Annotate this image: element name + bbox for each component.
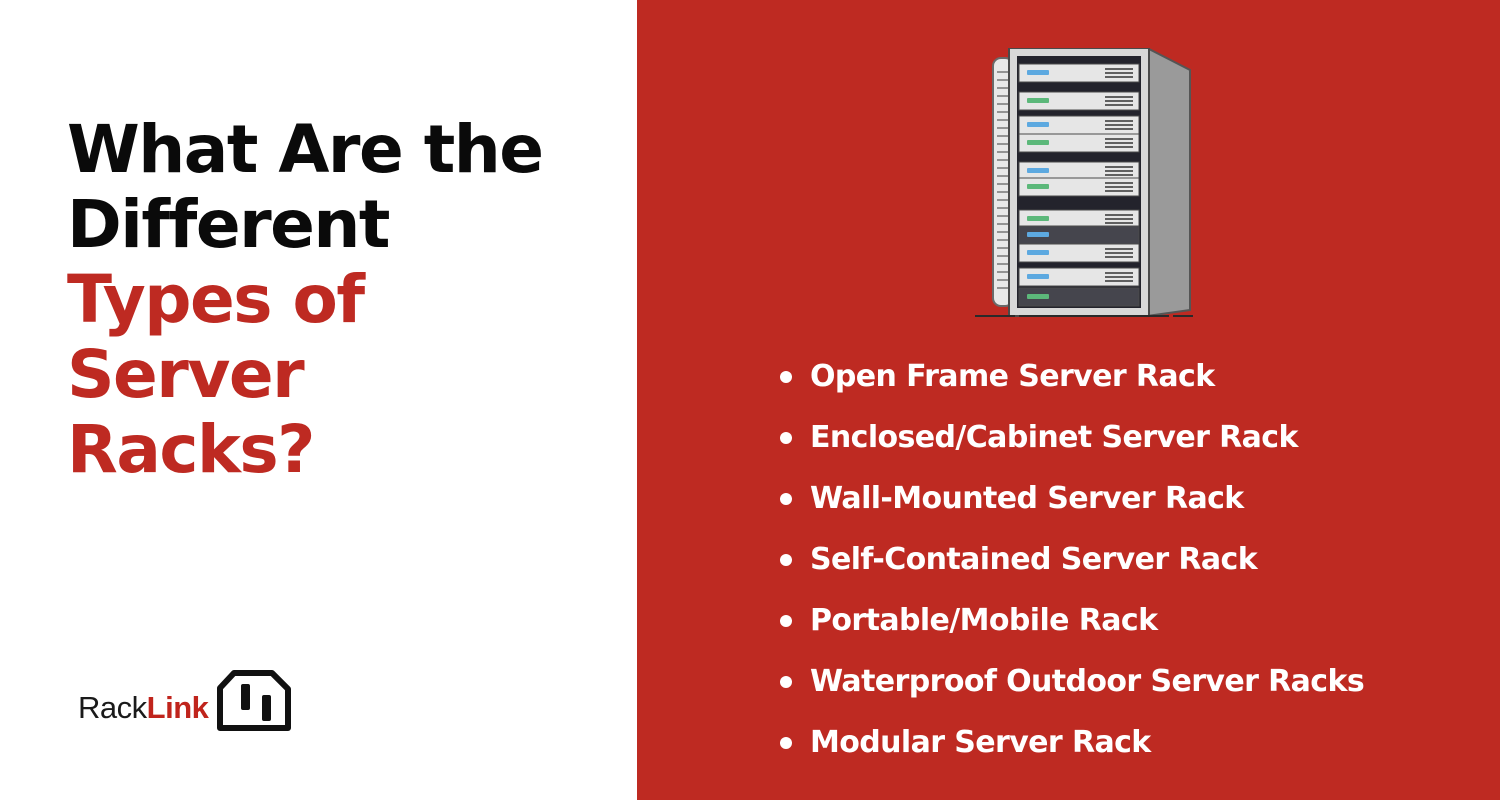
list-item-text: Modular Server Rack [810, 725, 1151, 760]
headline-line-1: What Are the [67, 111, 544, 188]
logo-wordmark: RackLink [78, 690, 209, 726]
bullet-icon [780, 615, 792, 627]
server-rack-icon [975, 48, 1203, 318]
list-item: Wall-Mounted Server Rack [778, 472, 1364, 533]
list-item: Enclosed/Cabinet Server Rack [778, 411, 1364, 472]
list-item-text: Open Frame Server Rack [810, 359, 1215, 394]
left-panel: What Are the Different Types of Server R… [0, 0, 637, 800]
bullet-icon [780, 432, 792, 444]
headline-line-2: Different [67, 186, 390, 263]
bullet-icon [780, 676, 792, 688]
headline-line-5: Racks? [67, 411, 315, 488]
list-item: Portable/Mobile Rack [778, 594, 1364, 655]
headline: What Are the Different Types of Server R… [67, 111, 544, 488]
bullet-icon [780, 737, 792, 749]
list-item: Modular Server Rack [778, 716, 1364, 777]
list-item: Self-Contained Server Rack [778, 533, 1364, 594]
list-item-text: Self-Contained Server Rack [810, 542, 1258, 577]
headline-line-4: Server [67, 336, 305, 413]
logo-text-link: Link [146, 690, 209, 725]
logo-text-rack: Rack [78, 690, 147, 725]
list-item-text: Portable/Mobile Rack [810, 603, 1158, 638]
bullet-icon [780, 493, 792, 505]
racklink-logo: RackLink [78, 668, 293, 738]
list-item: Waterproof Outdoor Server Racks [778, 655, 1365, 716]
rack-types-list: Open Frame Server Rack Enclosed/Cabinet … [778, 350, 1365, 777]
list-item-text: Waterproof Outdoor Server Racks [810, 664, 1365, 699]
list-item: Open Frame Server Rack [778, 350, 1364, 411]
bullet-icon [780, 371, 792, 383]
headline-line-3: Types of [67, 261, 365, 338]
list-item-text: Enclosed/Cabinet Server Rack [810, 420, 1298, 455]
list-item-text: Wall-Mounted Server Rack [810, 481, 1244, 516]
power-plug-icon [217, 670, 291, 731]
bullet-icon [780, 554, 792, 566]
